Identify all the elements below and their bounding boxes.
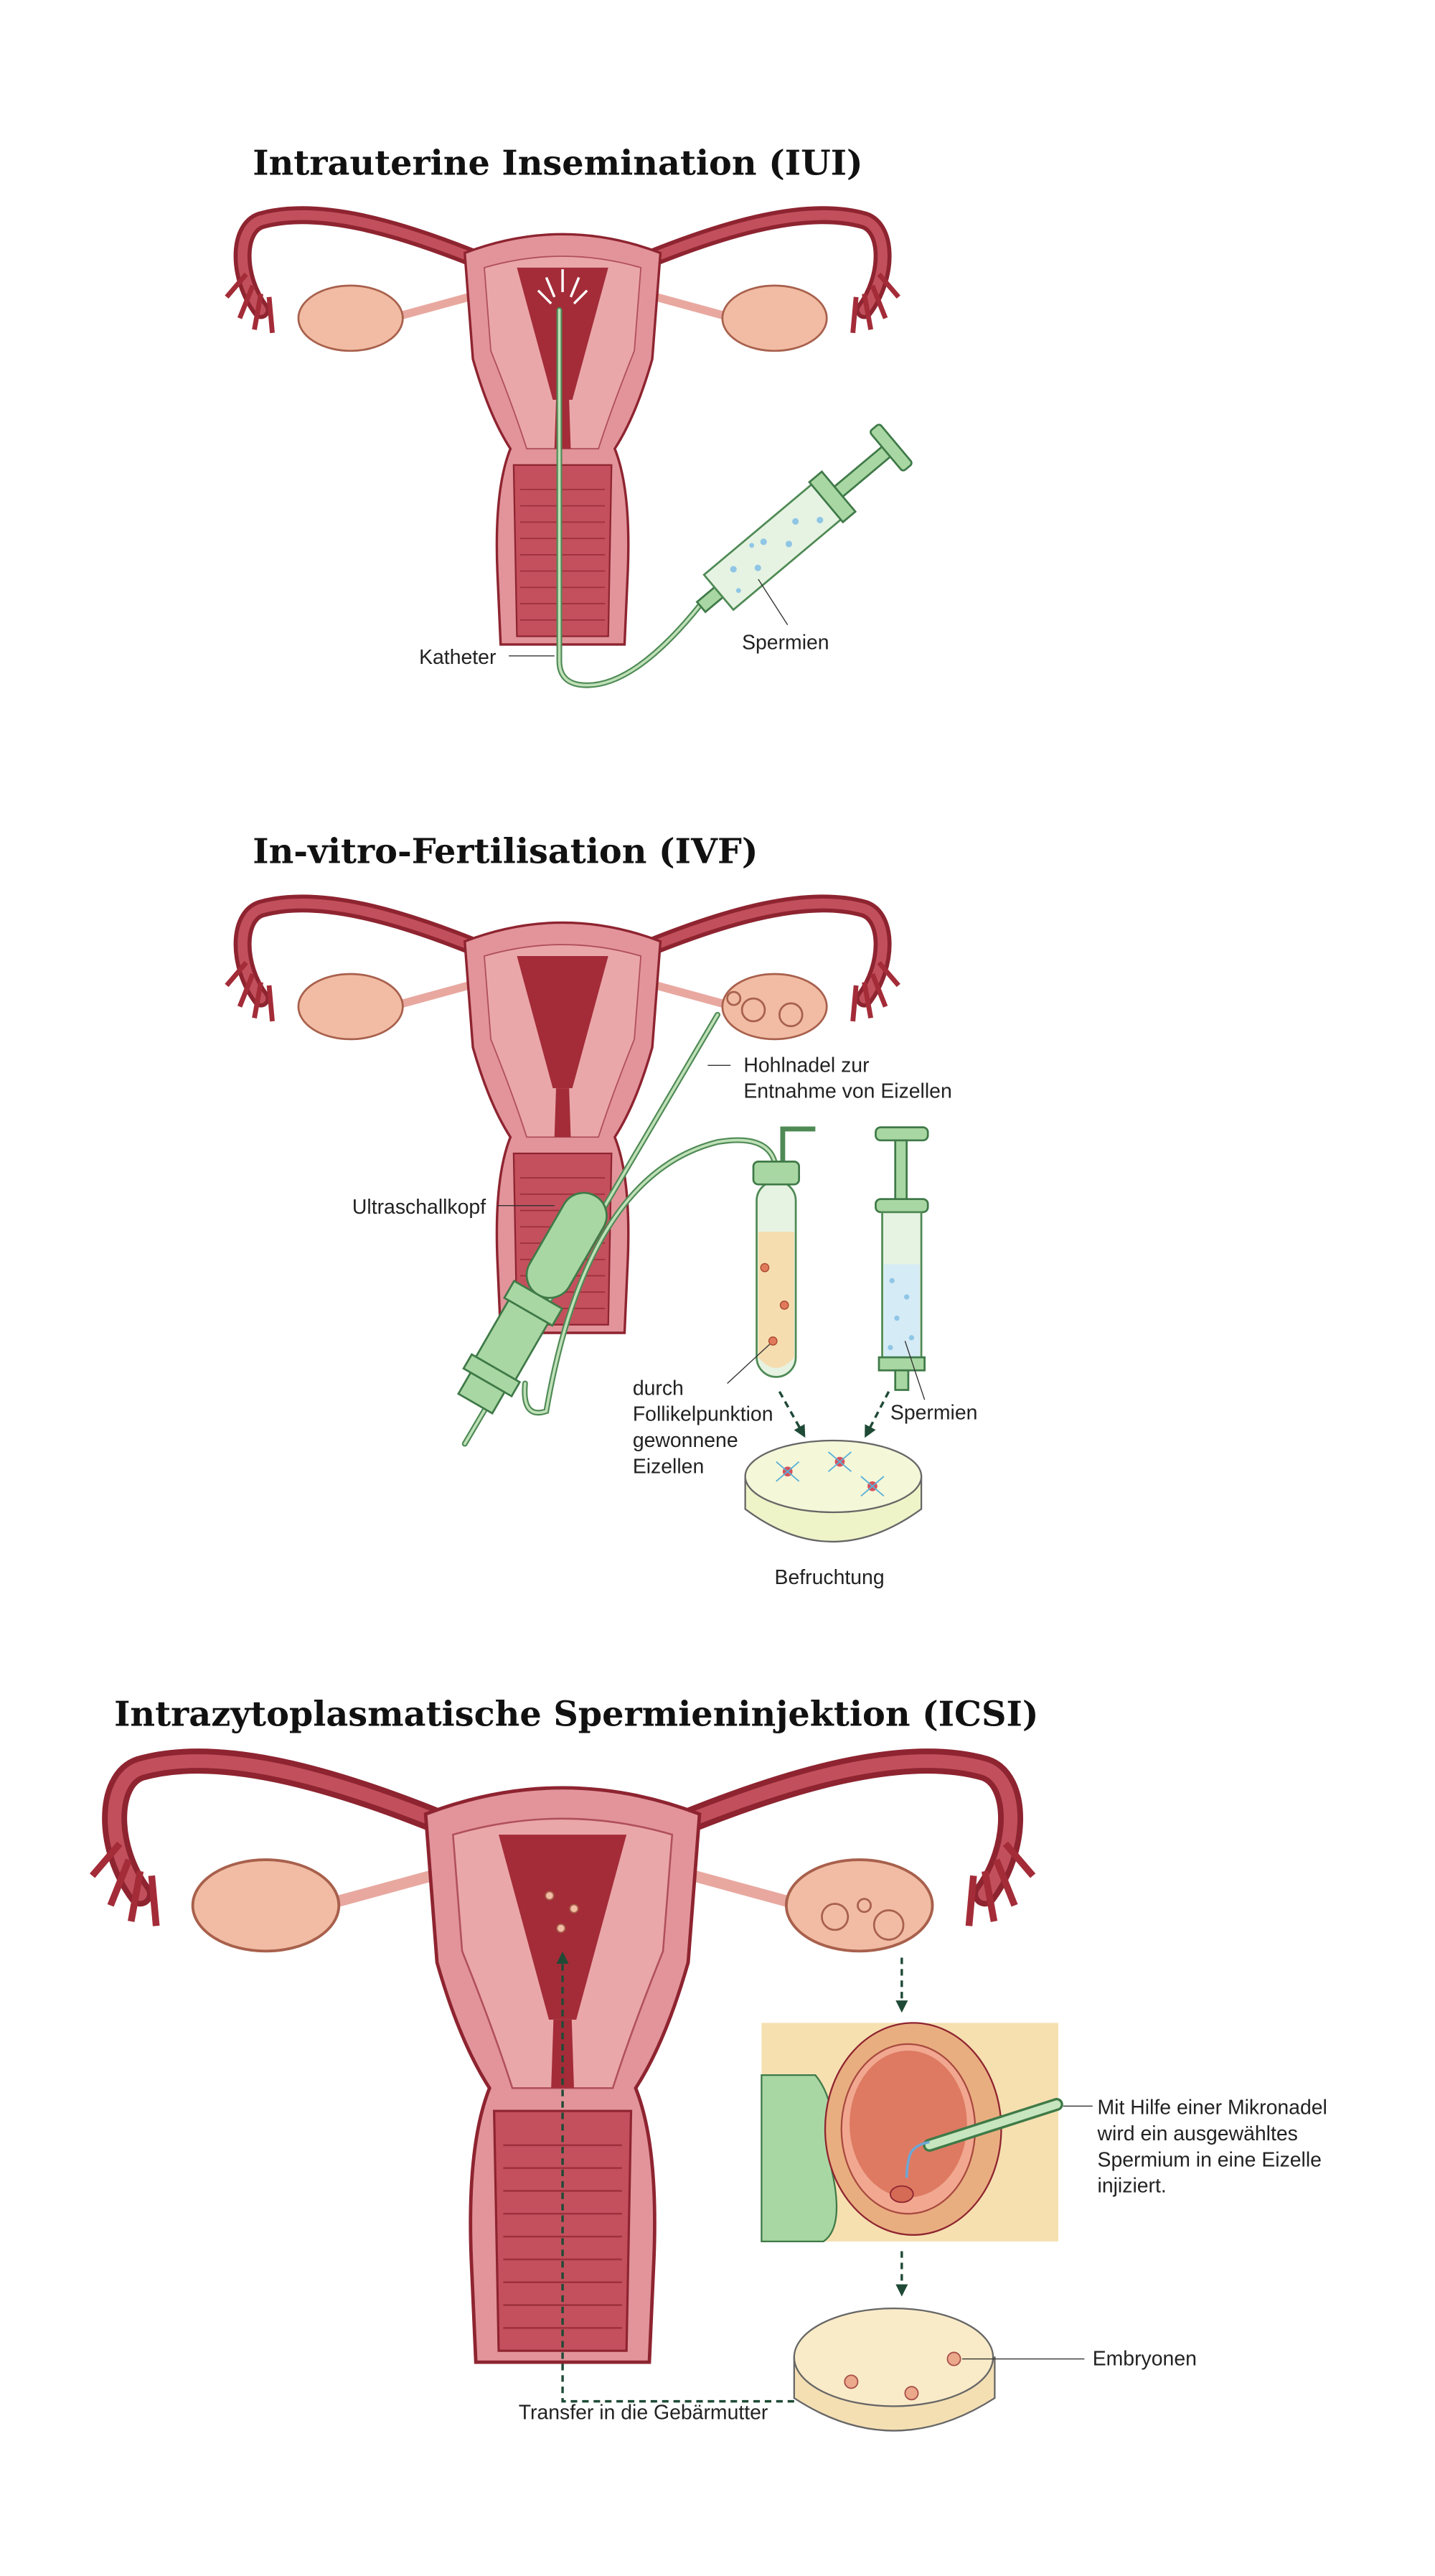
label-transfer: Transfer in die Gebärmutter (519, 2402, 768, 2425)
label-embryos: Embryonen (1093, 2348, 1197, 2371)
leader-line (904, 1341, 926, 1400)
follicles (821, 1898, 905, 1941)
label-sperm: Spermien (890, 1401, 978, 1424)
section-title-icsi: Intrazytoplasmatische Spermieninjektion … (114, 1695, 1038, 1735)
label-micro-4: injiziert. (1098, 2175, 1167, 2198)
label-ultrasound-probe: Ultraschallkopf (352, 1196, 486, 1219)
ultrasound-probe (457, 1191, 608, 1415)
section-ivf: In-vitro-Fertilisation (IVF) (227, 831, 978, 1589)
petri-dish (793, 2307, 996, 2432)
arrow-down (865, 1391, 890, 1438)
label-eggs-1: durch (633, 1377, 684, 1400)
petri-dish (744, 1439, 923, 1542)
label-eggs-3: gewonnene (633, 1429, 738, 1452)
test-tube (752, 1126, 816, 1378)
label-micro-2: wird ein ausgewähltes (1097, 2122, 1298, 2145)
section-iui: Intrauterine Insemination (IUI) Katheter… (227, 143, 913, 688)
label-sperm: Spermien (742, 632, 829, 655)
section-icsi: Intrazytoplasmatische Spermieninjektion … (93, 1695, 1327, 2432)
microinjection-panel (761, 2022, 1063, 2243)
arrow-down (778, 1390, 806, 1438)
follicles (726, 990, 804, 1028)
leader-line (727, 1344, 771, 1384)
transfer-arrow (556, 1951, 794, 2403)
catheter (537, 269, 705, 688)
label-fertilization: Befruchtung (775, 1566, 885, 1589)
syringe-icon (695, 423, 913, 614)
section-title-ivf: In-vitro-Fertilisation (IVF) (253, 831, 758, 871)
label-eggs-2: Follikelpunktion (633, 1403, 773, 1426)
label-micro-3: Spermium in eine Eizelle (1098, 2148, 1322, 2171)
label-needle-1: Hohlnadel zur (743, 1054, 869, 1077)
label-eggs-4: Eizellen (633, 1455, 704, 1478)
syringe-icon (875, 1126, 929, 1391)
section-title-iui: Intrauterine Insemination (IUI) (253, 143, 862, 183)
embryos-in-uterus (545, 1891, 579, 1934)
label-needle-2: Entnahme von Eizellen (743, 1080, 951, 1103)
label-catheter: Katheter (419, 646, 496, 669)
label-micro-1: Mit Hilfe einer Mikronadel (1098, 2097, 1327, 2120)
leader-line (758, 579, 789, 626)
